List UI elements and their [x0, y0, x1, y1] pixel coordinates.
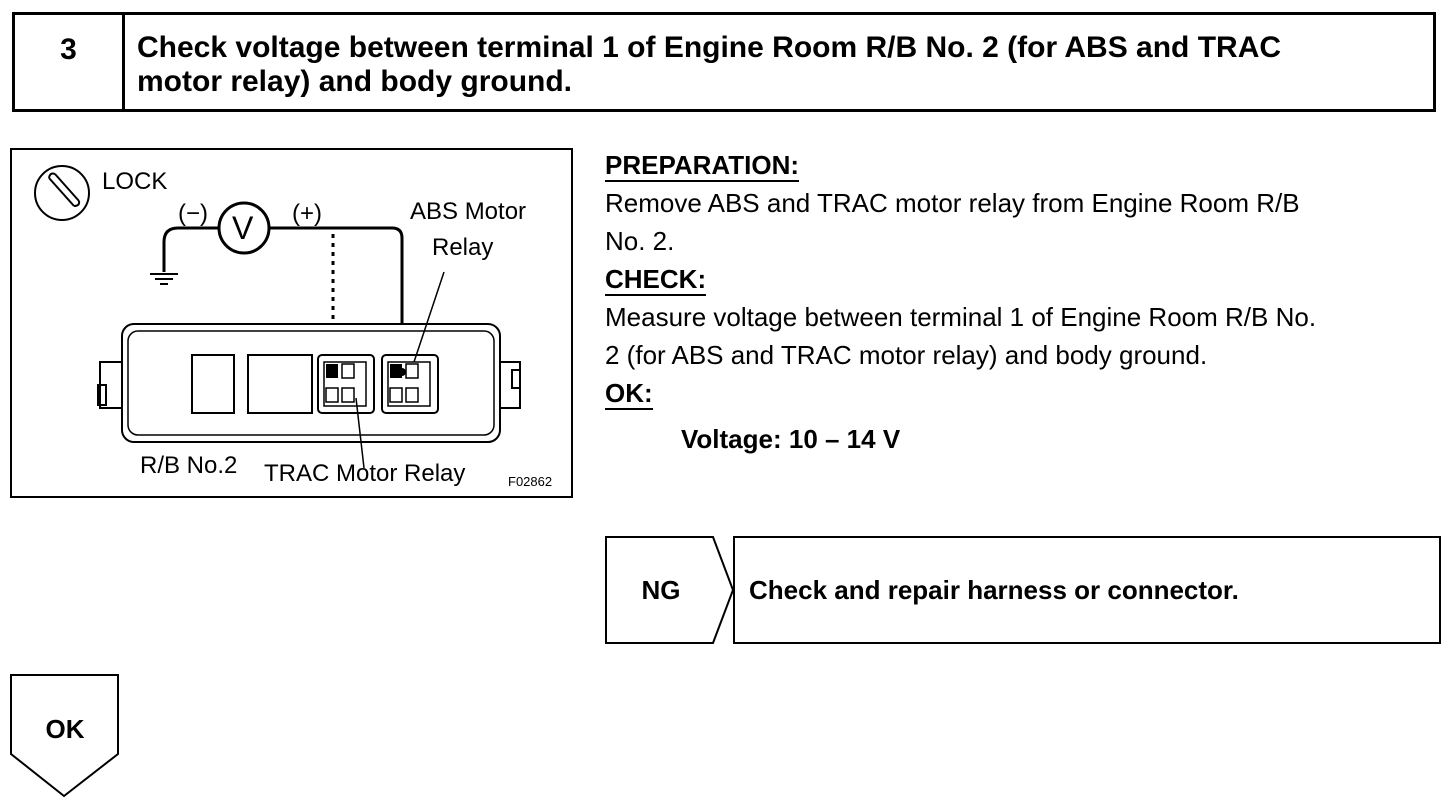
ground-wire — [162, 226, 219, 272]
step-title-line-1: Check voltage between terminal 1 of Engi… — [137, 31, 1282, 64]
ng-label: NG — [641, 574, 681, 605]
ng-result-tag: NG — [605, 536, 735, 644]
positive-wire — [269, 226, 404, 372]
ignition-lock-icon — [34, 165, 90, 221]
ok-arrow-icon — [10, 674, 119, 798]
trac-leader-line — [355, 397, 365, 469]
abs-label-line-2: Relay — [432, 234, 494, 261]
instructions: PREPARATION: Remove ABS and TRAC motor r… — [605, 146, 1445, 458]
step-header: 3 Check voltage between terminal 1 of En… — [12, 12, 1436, 112]
minus-label: (−) — [178, 200, 208, 227]
wiring-figure: LOCK (−) V (+) ABS Motor Relay R/B No.2 … — [10, 148, 573, 498]
plus-label: (+) — [292, 200, 322, 227]
check-text-line-1: Measure voltage between terminal 1 of En… — [605, 302, 1317, 332]
figure-code: F02862 — [508, 474, 553, 489]
relay-block — [97, 323, 521, 443]
rb-label: R/B No.2 — [140, 452, 238, 479]
trac-label: TRAC Motor Relay — [264, 460, 466, 487]
probe-tip-abs — [398, 368, 406, 376]
meter-symbol: V — [232, 210, 254, 246]
step-title-line-2: motor relay) and body ground. — [137, 65, 573, 98]
preparation-heading: PREPARATION: — [605, 150, 800, 182]
ng-action-box: Check and repair harness or connector. — [733, 536, 1441, 644]
probe-tip-trac — [329, 368, 337, 376]
ok-result-tag: OK — [10, 674, 122, 798]
wiring-diagram — [34, 165, 521, 469]
check-text-line-2: 2 (for ABS and TRAC motor relay) and bod… — [605, 340, 1208, 370]
preparation-text-line-2: No. 2. — [605, 226, 675, 256]
ok-spec-value: Voltage: 10 – 14 V — [681, 424, 901, 454]
ng-arrow-icon — [605, 536, 735, 644]
ok-heading: OK: — [605, 378, 653, 410]
step-title: Check voltage between terminal 1 of Engi… — [125, 15, 1433, 109]
ng-action-text: Check and repair harness or connector. — [749, 574, 1239, 605]
preparation-text-line-1: Remove ABS and TRAC motor relay from Eng… — [605, 188, 1300, 218]
check-heading: CHECK: — [605, 264, 707, 296]
lock-label: LOCK — [102, 168, 168, 195]
abs-leader-line — [413, 271, 445, 363]
step-number: 3 — [15, 15, 125, 109]
ground-icon — [150, 273, 178, 285]
abs-label-line-1: ABS Motor — [410, 198, 527, 225]
ok-label: OK — [45, 714, 85, 744]
trac-relay-socket — [317, 354, 375, 414]
